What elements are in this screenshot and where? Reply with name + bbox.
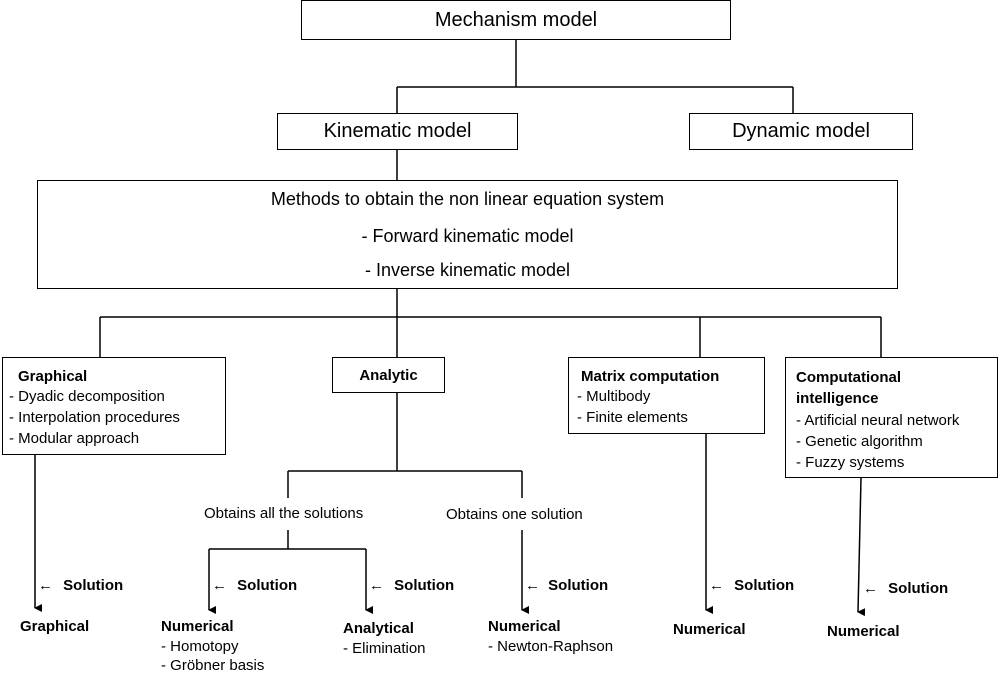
left-arrow-icon: ←: [212, 577, 227, 594]
dynamic-model-box: Dynamic model: [689, 113, 913, 150]
graphical-title: Graphical: [18, 368, 88, 385]
solution-marker-matrix: ← Solution: [709, 577, 794, 594]
outcome-numerical-all-item-2: - Gröbner basis: [161, 657, 265, 674]
solution-label: Solution: [63, 577, 124, 594]
matrix-computation-box: Matrix computation - Multibody - Finite …: [568, 357, 765, 434]
mechanism-model-label: Mechanism model: [434, 8, 598, 31]
solution-marker-numerical-one: ← Solution: [525, 577, 608, 594]
left-arrow-icon: ←: [863, 580, 878, 597]
solution-label: Solution: [394, 577, 455, 594]
ci-title-line-1: Computational: [796, 369, 901, 386]
solution-marker-numerical-all: ← Solution: [212, 577, 297, 594]
branch-all-solutions: Obtains all the solutions: [204, 505, 364, 522]
matrix-title: Matrix computation: [581, 368, 720, 385]
ci-item-1: - Artificial neural network: [796, 412, 960, 429]
graphical-item-3: - Modular approach: [9, 430, 140, 447]
outcome-numerical-one-title: Numerical: [488, 618, 561, 635]
methods-box: Methods to obtain the non linear equatio…: [37, 180, 898, 289]
ci-title-line-2: intelligence: [796, 390, 879, 407]
dynamic-model-label: Dynamic model: [732, 120, 870, 142]
outcome-numerical-one-item-1: - Newton-Raphson: [488, 638, 614, 655]
graphical-item-2: - Interpolation procedures: [9, 409, 180, 426]
outcome-numerical-all-title: Numerical: [161, 618, 234, 635]
computational-intelligence-box: Computational intelligence - Artificial …: [785, 357, 998, 478]
ci-item-3: - Fuzzy systems: [796, 454, 905, 471]
graphical-box: Graphical - Dyadic decomposition - Inter…: [2, 357, 226, 455]
solution-label: Solution: [734, 577, 795, 594]
ci-item-2: - Genetic algorithm: [796, 433, 923, 450]
analytic-title: Analytic: [359, 366, 418, 384]
left-arrow-icon: ←: [38, 577, 53, 594]
methods-title: Methods to obtain the non linear equatio…: [270, 189, 665, 209]
graphical-item-1: - Dyadic decomposition: [9, 388, 165, 405]
solution-marker-analytical: ← Solution: [369, 577, 454, 594]
outcome-numerical-ci-title: Numerical: [827, 623, 900, 640]
methods-inverse: - Inverse kinematic model: [364, 260, 571, 280]
branch-one-solution: Obtains one solution: [446, 506, 583, 523]
solution-marker-ci: ← Solution: [863, 580, 948, 597]
solution-label: Solution: [237, 577, 298, 594]
kinematic-model-box: Kinematic model: [277, 113, 518, 150]
left-arrow-icon: ←: [525, 577, 540, 594]
outcome-numerical-matrix-title: Numerical: [673, 621, 746, 638]
solution-label: Solution: [888, 580, 949, 597]
outcome-analytical-title: Analytical: [343, 620, 414, 637]
arrow-ci-solution: [857, 477, 866, 617]
methods-forward: - Forward kinematic model: [361, 226, 574, 246]
matrix-item-1: - Multibody: [577, 388, 651, 405]
solution-marker-graphical: ← Solution: [38, 577, 123, 594]
solution-label: Solution: [548, 577, 609, 594]
left-arrow-icon: ←: [369, 577, 384, 594]
left-arrow-icon: ←: [709, 577, 724, 594]
mechanism-model-box: Mechanism model: [301, 0, 731, 40]
outcome-graphical-title: Graphical: [20, 618, 90, 635]
outcome-numerical-all-item-1: - Homotopy: [161, 638, 239, 655]
matrix-item-2: - Finite elements: [577, 409, 688, 426]
analytic-box: Analytic: [332, 357, 445, 393]
outcome-analytical-item-1: - Elimination: [343, 640, 426, 657]
kinematic-model-label: Kinematic model: [323, 120, 472, 142]
